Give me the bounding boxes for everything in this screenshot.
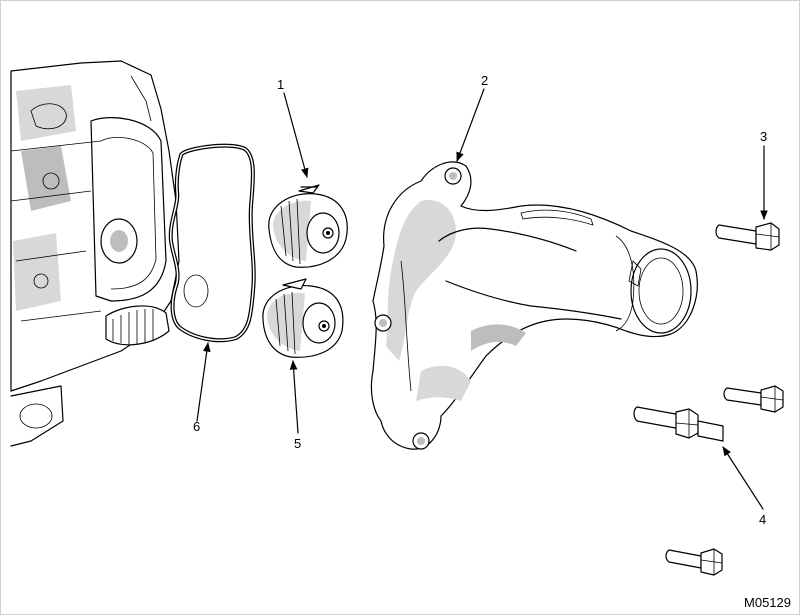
thermostat-upper bbox=[268, 184, 348, 268]
stud-4 bbox=[633, 406, 724, 442]
thermostat-housing bbox=[370, 161, 698, 450]
callout-6: 6 bbox=[193, 419, 201, 434]
bolt-4-lower bbox=[665, 548, 723, 576]
bolt-4-upper bbox=[723, 385, 784, 413]
thermostat-lower bbox=[262, 278, 344, 358]
gasket-part bbox=[168, 143, 256, 343]
leader-lines bbox=[196, 88, 768, 510]
callout-1: 1 bbox=[277, 77, 285, 92]
figure-reference-code: M05129 bbox=[744, 595, 791, 610]
callout-3: 3 bbox=[760, 129, 768, 144]
callout-2: 2 bbox=[481, 73, 489, 88]
callout-4: 4 bbox=[759, 512, 767, 527]
callout-5: 5 bbox=[294, 436, 302, 451]
bolt-3 bbox=[715, 222, 780, 251]
engine-block bbox=[10, 60, 180, 447]
